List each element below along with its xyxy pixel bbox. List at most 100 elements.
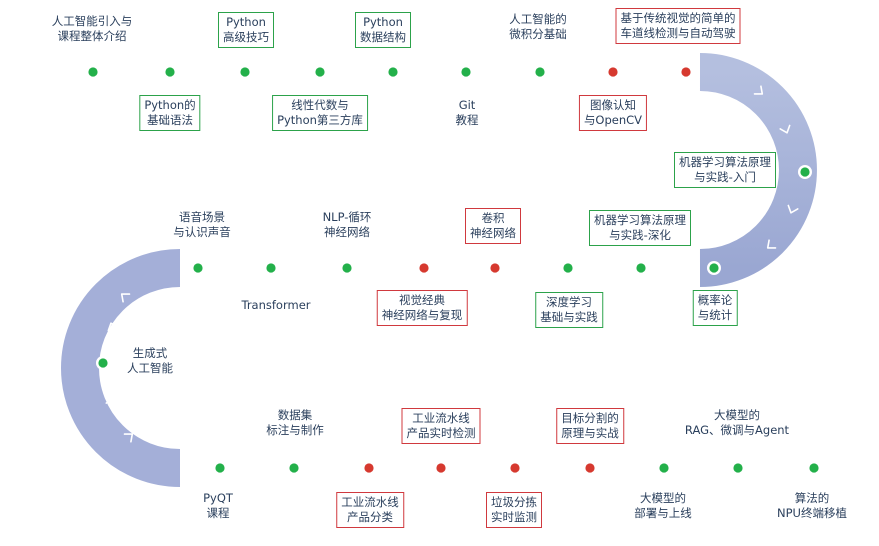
stage-dot <box>585 463 595 473</box>
chevron-arrow-icon <box>126 66 134 78</box>
chevron-arrow-icon <box>779 124 791 134</box>
chevron-arrow-icon <box>269 462 277 474</box>
road-segment-left-turn <box>61 249 181 487</box>
stage-dot <box>563 263 573 273</box>
chevron-arrow-icon <box>498 66 506 78</box>
stage-dot <box>709 263 719 273</box>
stage-dot <box>461 67 471 77</box>
stage-dot <box>809 463 819 473</box>
chevron-arrow-icon <box>622 462 630 474</box>
chevron-arrow-icon <box>787 204 799 214</box>
chevron-arrow-icon <box>473 462 481 474</box>
stage-dot <box>535 67 545 77</box>
stage-label: Git 教程 <box>455 98 479 127</box>
chevron-arrow-icon <box>123 433 134 443</box>
stage-dots <box>86 65 821 475</box>
stage-label: 工业流水线 产品实时检测 <box>401 408 481 444</box>
stage-label: Python的 基础语法 <box>139 95 201 131</box>
road-segment-right-turn <box>699 53 817 287</box>
stage-label: 图像认知 与OpenCV <box>578 95 648 131</box>
stage-label: Python 高级技巧 <box>218 12 274 48</box>
chevron-arrow-icon <box>491 462 499 474</box>
stage-dot <box>364 463 374 473</box>
chevron-arrow-icon <box>400 462 408 474</box>
stage-dot <box>800 167 810 177</box>
chevron-arrow-icon <box>418 462 426 474</box>
chevron-arrow-icon <box>326 462 334 474</box>
stage-dot <box>165 67 175 77</box>
stage-dot <box>510 463 520 473</box>
chevron-arrow-icon <box>581 262 589 274</box>
stage-label: 机器学习算法原理 与实践-入门 <box>674 152 776 188</box>
stage-label: 人工智能的 微积分基础 <box>509 12 567 41</box>
chevron-arrow-icon <box>696 462 704 474</box>
stage-label: NLP-循环 神经网络 <box>322 210 372 239</box>
chevron-arrow-icon <box>276 66 284 78</box>
chevron-arrow-icon <box>790 462 798 474</box>
stage-label: 人工智能引入与 课程整体介绍 <box>51 14 133 43</box>
stage-dot <box>342 263 352 273</box>
chevron-arrow-icon <box>251 462 259 474</box>
stage-dot <box>636 263 646 273</box>
stage-label: 目标分割的 原理与实战 <box>556 408 624 444</box>
chevron-arrow-icon <box>663 66 671 78</box>
chevron-arrow-icon <box>456 262 464 274</box>
stage-dot <box>215 463 225 473</box>
stage-label: Transformer <box>241 298 311 312</box>
chevron-arrow-icon <box>381 262 389 274</box>
stage-label: 卷积 神经网络 <box>465 208 521 244</box>
chevron-arrow-icon <box>772 462 780 474</box>
chevron-arrow-icon <box>587 66 595 78</box>
chevron-arrow-icon <box>214 262 222 274</box>
chevron-arrow-icon <box>508 262 516 274</box>
stage-dot <box>436 463 446 473</box>
stage-label: 生成式 人工智能 <box>127 346 173 375</box>
road-chevrons <box>105 66 799 474</box>
stage-dot <box>608 67 618 77</box>
stage-dot <box>681 67 691 77</box>
chevron-arrow-icon <box>105 398 117 408</box>
stage-dot <box>88 67 98 77</box>
stage-label: 大模型的 RAG、微调与Agent <box>684 408 790 437</box>
chevron-arrow-icon <box>367 66 375 78</box>
chevron-arrow-icon <box>753 85 764 95</box>
chevron-arrow-icon <box>599 262 607 274</box>
chevron-arrow-icon <box>515 66 523 78</box>
chevron-arrow-icon <box>714 462 722 474</box>
stage-label: 概率论 与统计 <box>692 290 738 326</box>
chevron-arrow-icon <box>350 66 358 78</box>
stage-label: 机器学习算法原理 与实践-深化 <box>589 210 691 246</box>
stage-dot <box>419 263 429 273</box>
chevron-arrow-icon <box>120 293 131 303</box>
stage-dot <box>490 263 500 273</box>
stage-dot <box>388 67 398 77</box>
stage-dot <box>289 463 299 473</box>
chevron-arrow-icon <box>363 262 371 274</box>
stage-label: PyQT 课程 <box>203 491 233 520</box>
stage-dot <box>193 263 203 273</box>
stage-label: 算法的 NPU终端移植 <box>777 491 847 520</box>
stage-dot <box>98 358 108 368</box>
chevron-arrow-icon <box>640 462 648 474</box>
stage-label: 大模型的 部署与上线 <box>634 491 692 520</box>
chevron-arrow-icon <box>672 262 680 274</box>
stage-label: 数据集 标注与制作 <box>266 408 324 437</box>
stage-label: 深度学习 基础与实践 <box>535 292 603 328</box>
stage-label: 垃圾分拣 实时监测 <box>486 492 542 528</box>
chevron-arrow-icon <box>646 66 654 78</box>
chevron-arrow-icon <box>441 66 449 78</box>
stage-dot <box>315 67 325 77</box>
chevron-arrow-icon <box>654 262 662 274</box>
stage-dot <box>266 263 276 273</box>
stage-label: 基于传统视觉的简单的 车道线检测与自动驾驶 <box>615 8 741 44</box>
stage-dot <box>659 463 669 473</box>
chevron-arrow-icon <box>766 239 777 249</box>
stage-label: 工业流水线 产品分类 <box>336 492 404 528</box>
chevron-arrow-icon <box>424 66 432 78</box>
chevron-arrow-icon <box>218 66 226 78</box>
stage-dot <box>733 463 743 473</box>
chevron-arrow-icon <box>344 462 352 474</box>
chevron-arrow-icon <box>565 462 573 474</box>
chevron-arrow-icon <box>201 66 209 78</box>
